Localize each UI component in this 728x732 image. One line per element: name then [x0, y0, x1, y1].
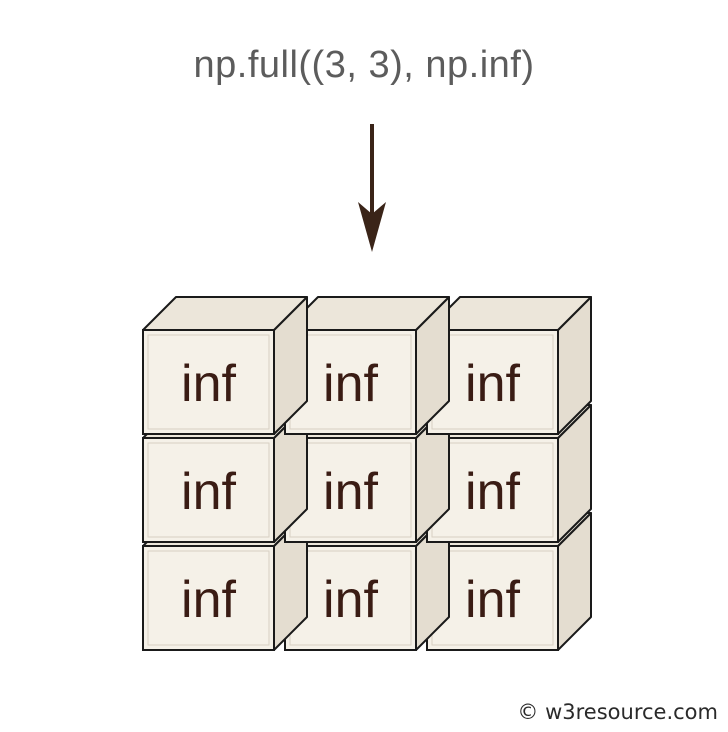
cell-value: inf: [465, 355, 520, 413]
cube-cell: inf: [426, 296, 592, 435]
cell-value: inf: [465, 463, 520, 521]
cube-bevel: [147, 550, 270, 646]
cell-value: inf: [323, 463, 378, 521]
cell-value: inf: [465, 571, 520, 629]
cube-cell: inf: [284, 296, 450, 435]
cube-bevel: [147, 442, 270, 538]
credit-text: w3resource.com: [545, 700, 718, 724]
cube-front-face: [142, 329, 275, 435]
cell-value: inf: [323, 355, 378, 413]
cell-value: inf: [181, 463, 236, 521]
cell-value: inf: [323, 571, 378, 629]
copyright-credit: © w3resource.com: [517, 700, 718, 724]
cell-value: inf: [181, 355, 236, 413]
cell-value: inf: [181, 571, 236, 629]
diagram-title: np.full((3, 3), np.inf): [193, 44, 535, 86]
down-arrow-icon: [358, 124, 386, 252]
cube-bevel: [147, 334, 270, 430]
cube-front-face: [142, 545, 275, 651]
cube-cell: inf: [142, 296, 308, 435]
cube-front-face: [142, 437, 275, 543]
copyright-icon: ©: [517, 700, 539, 724]
